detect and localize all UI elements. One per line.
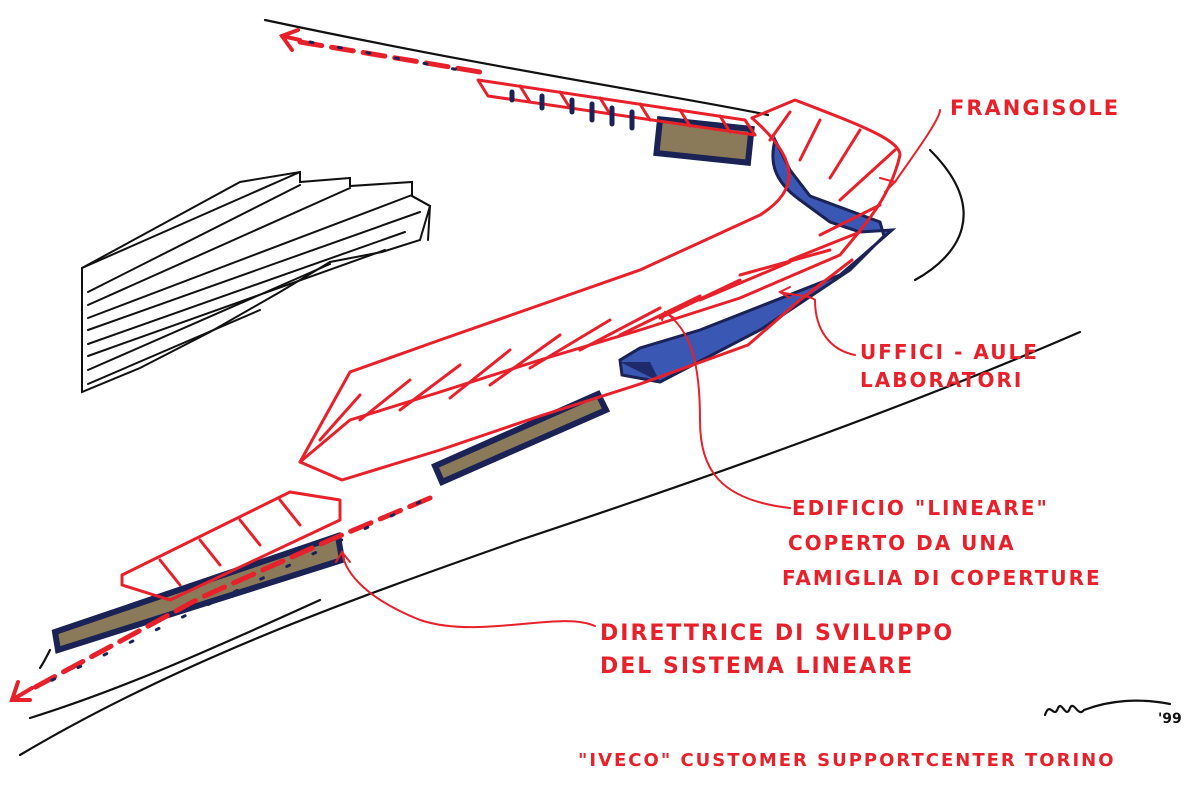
label-direttrice-line2: DEL SISTEMA LINEARE [600, 654, 915, 679]
direction-axis [27, 39, 483, 693]
blue-block-mid [431, 390, 611, 486]
label-edificio-line3: FAMIGLIA DI COPERTURE [782, 566, 1102, 590]
label-direttrice-line1: DIRETTRICE DI SVILUPPO [600, 621, 955, 646]
pillars [509, 89, 635, 131]
label-uffici-line2: LABORATORI [860, 368, 1024, 392]
date-label: '99 [1158, 711, 1182, 727]
arrow-left-up-icon [278, 28, 302, 52]
arrow-left-down-icon [9, 680, 34, 702]
label-uffici-line1: UFFICI - AULE [860, 340, 1039, 364]
ground-lines [18, 18, 1082, 757]
signature [1043, 699, 1172, 717]
leader-lines [335, 109, 941, 629]
roof-grid [120, 78, 902, 602]
label-edificio-line2: COPERTO DA UNA [788, 531, 1016, 555]
blue-walls [51, 115, 897, 654]
label-frangisole: FRANGISOLE [950, 96, 1121, 120]
existing-building [81, 170, 432, 394]
label-edificio-line1: EDIFICIO "LINEARE" [792, 496, 1049, 520]
tan-block-top [653, 115, 755, 167]
curved-blue-wall [618, 135, 897, 384]
caption: "IVECO" CUSTOMER SUPPORTCENTER TORINO [578, 750, 1116, 771]
